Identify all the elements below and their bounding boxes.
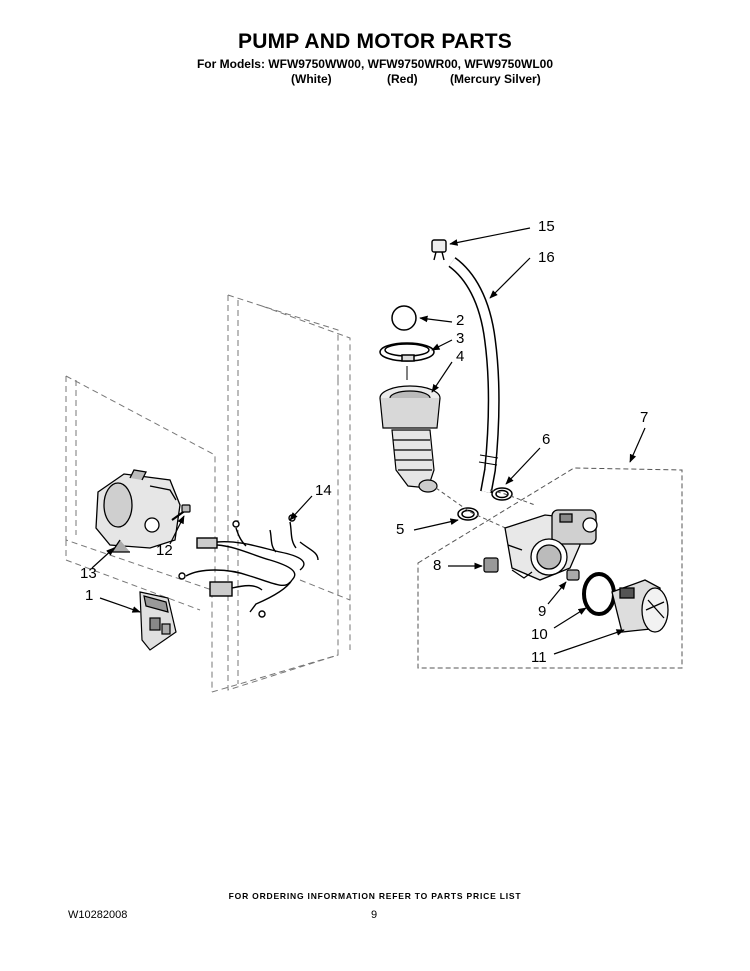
callout-13: 13 xyxy=(80,565,97,582)
callout-10: 10 xyxy=(531,626,548,643)
small-plug-part xyxy=(566,569,580,581)
callout-3: 3 xyxy=(456,330,465,347)
callout-8: 8 xyxy=(433,557,442,574)
leader-9 xyxy=(547,581,567,605)
motor-bolt-part xyxy=(171,504,191,521)
callout-4: 4 xyxy=(456,348,465,365)
gasket-part-5 xyxy=(457,507,479,521)
callout-2: 2 xyxy=(456,312,465,329)
leader-arrows xyxy=(91,227,646,655)
callout-6: 6 xyxy=(542,431,551,448)
callout-14: 14 xyxy=(315,482,332,499)
leader-6 xyxy=(505,447,541,485)
page-number: 9 xyxy=(371,909,378,921)
leader-5 xyxy=(413,518,459,531)
color-label-silver: (Mercury Silver) xyxy=(450,72,541,86)
clamp-ring-part xyxy=(379,342,435,362)
leader-10 xyxy=(553,607,587,629)
pump-assembly-boundary xyxy=(417,467,683,669)
color-label-white: (White) xyxy=(291,72,332,86)
callout-1: 1 xyxy=(85,587,94,604)
callout-12: 12 xyxy=(156,542,173,559)
leader-1 xyxy=(99,597,141,613)
page-title: PUMP AND MOTOR PARTS xyxy=(238,30,512,53)
callout-9: 9 xyxy=(538,603,547,620)
o-ring-part xyxy=(582,572,616,616)
models-line: For Models: WFW9750WW00, WFW9750WR00, WF… xyxy=(196,57,554,71)
sump-bellows-part xyxy=(379,385,441,493)
callout-11: 11 xyxy=(531,649,547,666)
filter-cap-part xyxy=(611,579,669,633)
leader-11 xyxy=(553,629,625,655)
leader-4 xyxy=(431,361,453,393)
leader-3 xyxy=(431,339,453,351)
callout-7: 7 xyxy=(640,409,649,426)
callout-5: 5 xyxy=(396,521,405,538)
control-board-part xyxy=(139,591,177,651)
drain-pump-part xyxy=(504,509,598,581)
leader-7 xyxy=(629,427,646,463)
cap-disc-part xyxy=(391,305,417,331)
leader-14 xyxy=(289,495,313,521)
leader-16 xyxy=(489,257,531,299)
color-label-red: (Red) xyxy=(387,72,418,86)
callout-16: 16 xyxy=(538,249,555,266)
gasket-part-6 xyxy=(491,487,513,501)
leader-15 xyxy=(449,227,531,246)
callout-15: 15 xyxy=(538,218,555,235)
pump-clip-part xyxy=(483,557,533,579)
ordering-info-note: FOR ORDERING INFORMATION REFER TO PARTS … xyxy=(228,891,522,901)
document-number: W10282008 xyxy=(68,909,128,921)
leader-12 xyxy=(169,515,185,545)
motor-part xyxy=(95,469,181,553)
connection-lines xyxy=(435,487,536,531)
drain-hose-part xyxy=(448,257,500,494)
leader-2 xyxy=(419,315,453,323)
wire-harness-part xyxy=(178,514,319,618)
leader-13 xyxy=(91,547,115,569)
hose-clamp-part xyxy=(431,239,447,261)
